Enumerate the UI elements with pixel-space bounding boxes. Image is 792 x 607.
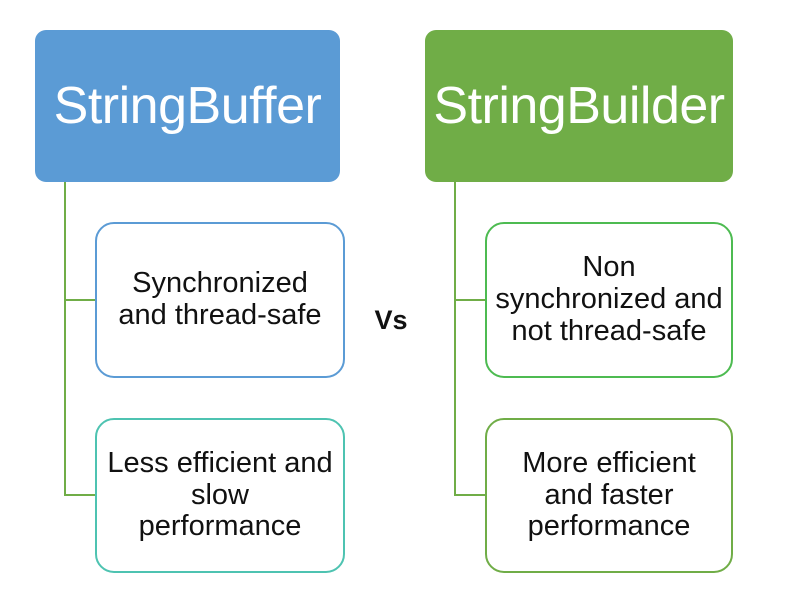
right-vertical-connector-line [454, 182, 456, 495]
stringbuilder-title: StringBuilder [433, 77, 725, 135]
stringbuffer-header-box: StringBuffer [35, 30, 340, 182]
left-branch-connector-line-2 [64, 494, 95, 496]
stringbuffer-feature-box-threadsafe: Synchronized and thread-safe [95, 222, 345, 378]
stringbuilder-feature-box-performance: More efficient and faster performance [485, 418, 733, 573]
right-branch-connector-line-1 [454, 299, 485, 301]
stringbuffer-title: StringBuffer [53, 77, 322, 135]
left-branch-connector-line-1 [64, 299, 95, 301]
stringbuffer-feature-box-performance: Less efficient and slow performance [95, 418, 345, 573]
right-branch-connector-line-2 [454, 494, 485, 496]
left-vertical-connector-line [64, 182, 66, 495]
stringbuilder-feature-box-threadsafe: Non synchronized and not thread-safe [485, 222, 733, 378]
stringbuilder-header-box: StringBuilder [425, 30, 733, 182]
vs-label: Vs [374, 305, 408, 335]
